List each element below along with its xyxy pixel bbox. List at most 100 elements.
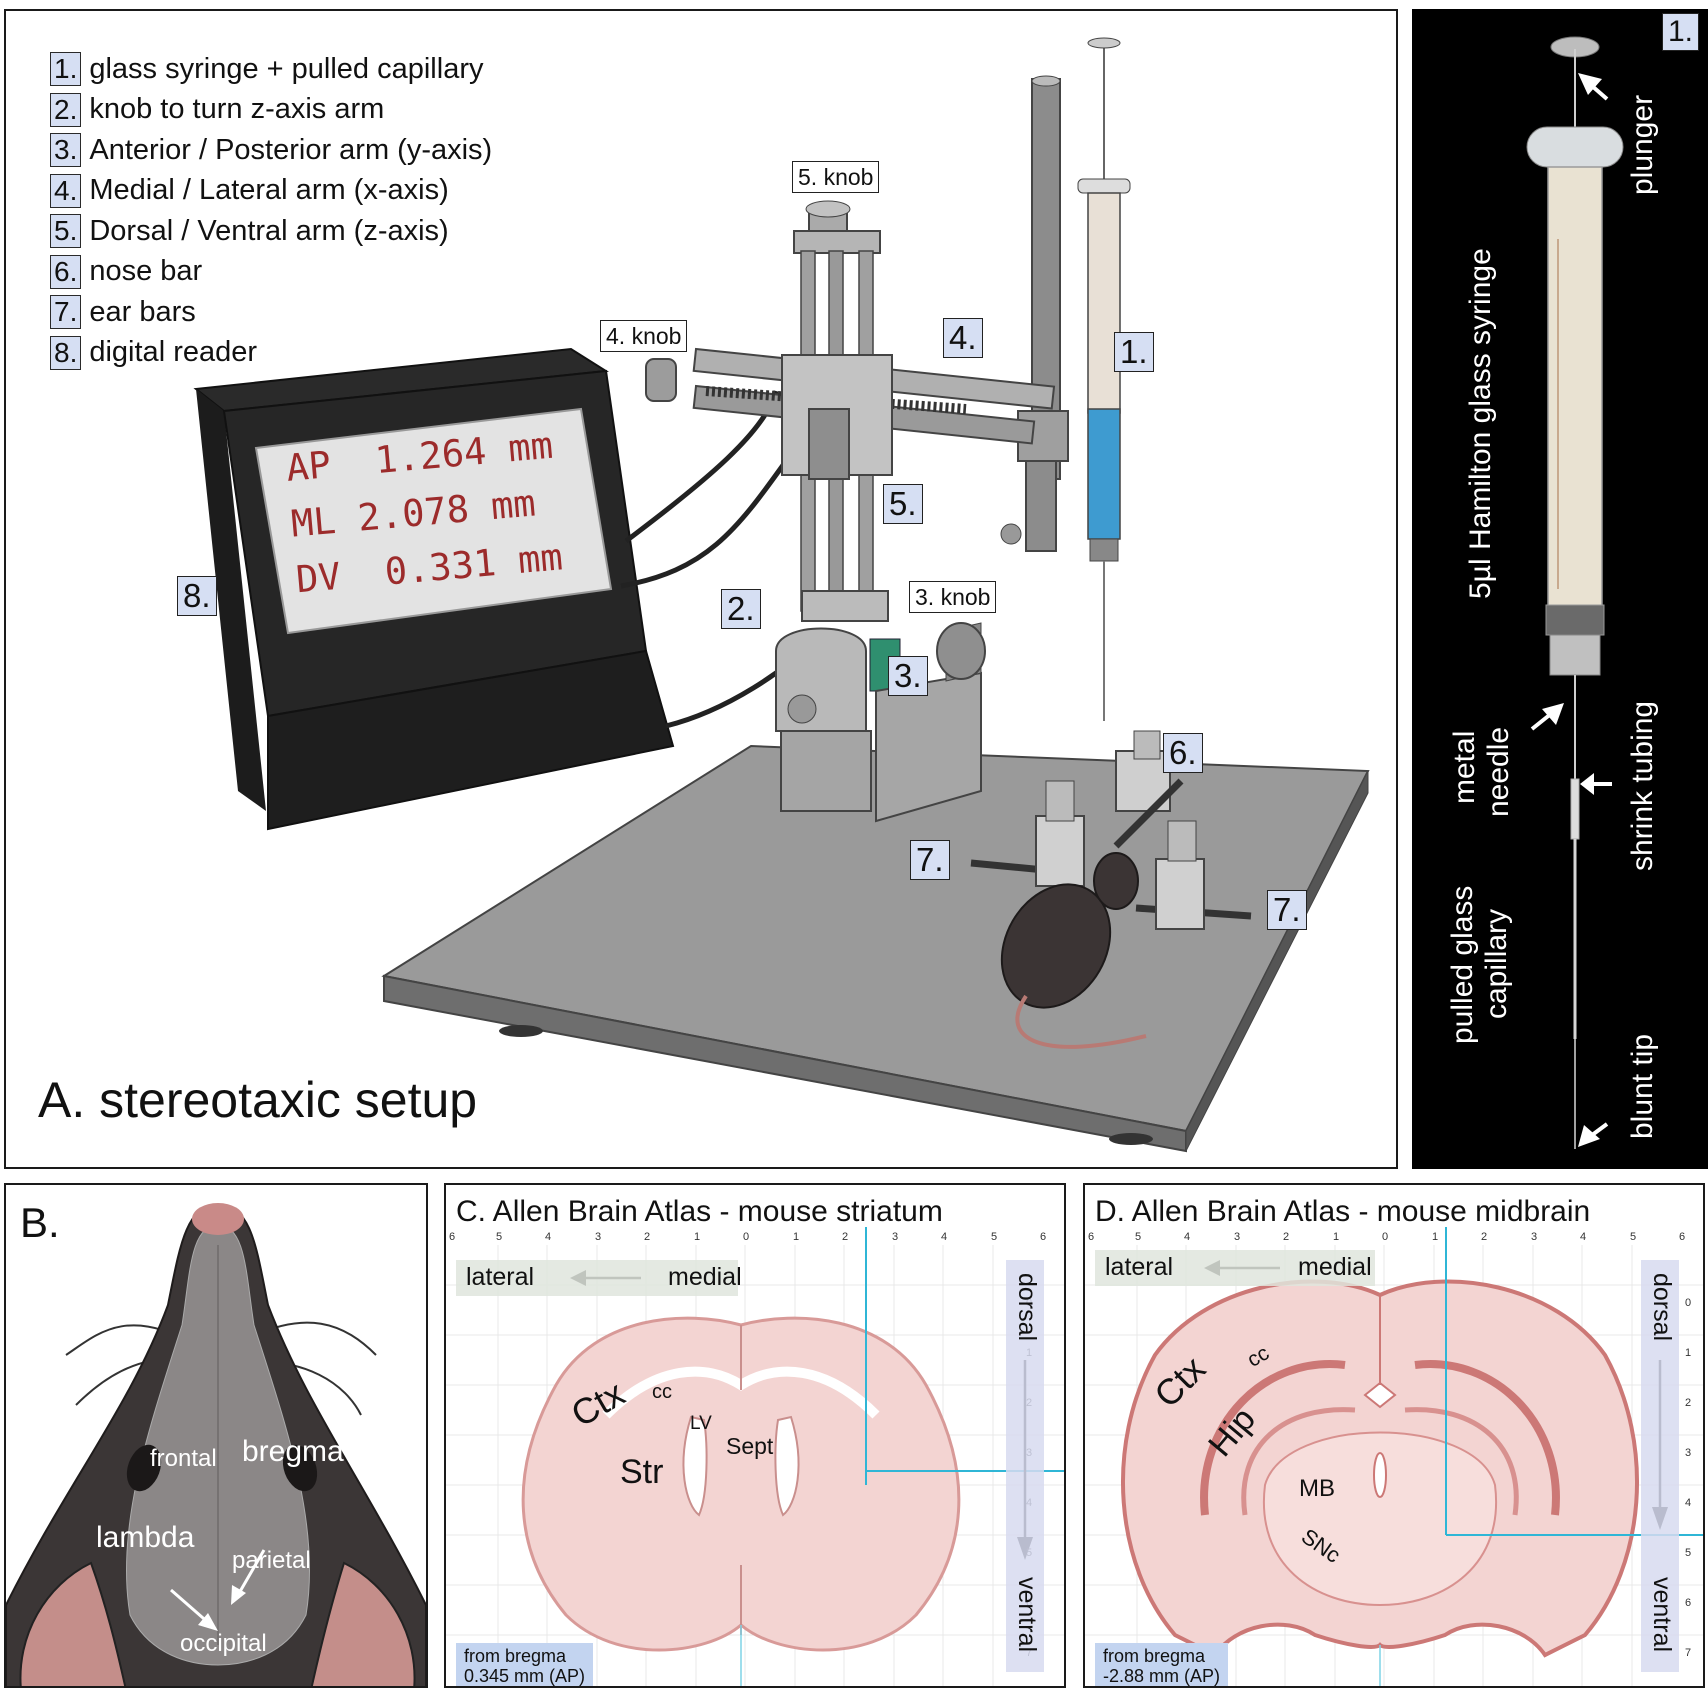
label-lambda: lambda	[96, 1521, 195, 1554]
tick: 6	[1088, 1231, 1095, 1243]
legend-item: 5.Dorsal / Ventral arm (z-axis)	[50, 211, 492, 252]
tick: 4	[1580, 1231, 1587, 1243]
syringe-panel-num: 1.	[1662, 13, 1700, 51]
panel-syringe-photo: 1. plunger 5µl Hamilton glass syringe me…	[1412, 9, 1708, 1169]
from-bregma-c: from bregma 0.345 mm (AP)	[456, 1643, 594, 1686]
callout-1: 1.	[1114, 332, 1154, 372]
region-cc: cc	[652, 1381, 672, 1403]
label-5-knob: 5. knob	[792, 161, 880, 193]
legend-text: ear bars	[89, 295, 196, 328]
lateral-medial-bar	[1095, 1250, 1375, 1286]
panel-c-title: C. Allen Brain Atlas - mouse striatum	[456, 1195, 943, 1228]
legend-num: 5.	[50, 214, 82, 249]
legend-item: 6.nose bar	[50, 252, 492, 293]
tick: 1	[694, 1231, 701, 1243]
label-parietal: parietal	[232, 1547, 311, 1574]
label-needle: needle	[1482, 726, 1515, 817]
from-bregma-d: from bregma -2.88 mm (AP)	[1095, 1643, 1229, 1686]
vtick: 2	[1685, 1397, 1692, 1409]
top-axis-ticks: 6 5 4 3 2 1 0 1 2 3 4 5 6	[1085, 1231, 1703, 1247]
stereotaxic-illustration	[193, 37, 1370, 1153]
legend-num: 8.	[50, 335, 82, 370]
panel-a-title: A. stereotaxic setup	[38, 1072, 478, 1128]
panel-d-title: D. Allen Brain Atlas - mouse midbrain	[1095, 1195, 1591, 1228]
vtick: 6	[1685, 1597, 1692, 1609]
callout-6: 6.	[1163, 733, 1203, 773]
bregma-value: -2.88 mm (AP)	[1103, 1666, 1221, 1686]
digital-reader	[193, 347, 675, 831]
callout-3: 3.	[888, 656, 928, 696]
region-str: Str	[620, 1453, 664, 1491]
tick: 2	[842, 1231, 849, 1243]
label-metal: metal	[1448, 730, 1481, 804]
legend-item: 8.digital reader	[50, 333, 492, 374]
top-axis-ticks: 6 5 4 3 2 1 0 1 2 3 4 5 6	[446, 1231, 1064, 1247]
callout-8: 8.	[177, 576, 217, 616]
label-shrink-tubing: shrink tubing	[1626, 700, 1659, 871]
tick: 1	[793, 1231, 800, 1243]
label-medial: medial	[668, 1263, 742, 1291]
bregma-label: from bregma	[464, 1646, 567, 1666]
lateral-medial-bar	[456, 1260, 738, 1296]
label-capillary: capillary	[1480, 908, 1513, 1019]
tick: 0	[743, 1231, 750, 1243]
legend-item: 7.ear bars	[50, 292, 492, 333]
label-plunger: plunger	[1626, 94, 1659, 195]
label-dorsal: dorsal	[1013, 1273, 1041, 1342]
atlas-grid-c	[446, 1227, 1064, 1686]
tick: 2	[1283, 1231, 1290, 1243]
tick: 6	[449, 1231, 456, 1243]
label-dorsal: dorsal	[1648, 1273, 1676, 1342]
callout-7-right: 7.	[1267, 890, 1307, 930]
panel-b-title: B.	[20, 1199, 60, 1246]
label-lateral: lateral	[1105, 1253, 1174, 1281]
bregma-value: 0.345 mm (AP)	[464, 1666, 586, 1686]
legend-text: Dorsal / Ventral arm (z-axis)	[89, 214, 449, 247]
reader-display: AP 1.264 mm ML 2.078 mm DV 0.331 mm	[284, 418, 565, 609]
tick: 5	[1630, 1231, 1637, 1243]
tick: 3	[1531, 1231, 1538, 1243]
legend-num: 2.	[50, 92, 82, 127]
label-lateral: lateral	[466, 1263, 535, 1291]
legend-text: nose bar	[89, 255, 203, 288]
tick: 1	[1432, 1231, 1439, 1243]
legend: 1.glass syringe + pulled capillary 2.kno…	[50, 49, 492, 373]
callout-7-left: 7.	[910, 840, 950, 880]
tick: 6	[1679, 1231, 1686, 1243]
panel-a-stereotaxic-setup: 1.glass syringe + pulled capillary 2.kno…	[4, 9, 1398, 1169]
tick: 5	[1135, 1231, 1142, 1243]
tick: 1	[1333, 1231, 1340, 1243]
callout-2: 2.	[721, 589, 761, 629]
legend-text: knob to turn z-axis arm	[89, 93, 385, 126]
tick: 2	[1481, 1231, 1488, 1243]
tick: 3	[595, 1231, 602, 1243]
mouse-head-illustration	[6, 1203, 426, 1686]
label-pulled-glass: pulled glass	[1446, 885, 1479, 1044]
vtick: 7	[1685, 1647, 1692, 1659]
legend-num: 3.	[50, 133, 82, 168]
legend-item: 4.Medial / Lateral arm (x-axis)	[50, 171, 492, 212]
tick: 3	[892, 1231, 899, 1243]
label-4-knob: 4. knob	[600, 320, 688, 352]
tick: 0	[1382, 1231, 1389, 1243]
legend-text: glass syringe + pulled capillary	[89, 52, 484, 85]
label-hamilton-syringe: 5µl Hamilton glass syringe	[1464, 248, 1497, 599]
dorsal-ventral-bar	[1641, 1260, 1679, 1672]
legend-text: Anterior / Posterior arm (y-axis)	[89, 133, 493, 166]
tick: 6	[1040, 1231, 1047, 1243]
label-ventral: ventral	[1013, 1577, 1041, 1653]
tick: 5	[496, 1231, 503, 1243]
panel-c-atlas-striatum: C. Allen Brain Atlas - mouse striatum 6 …	[444, 1183, 1066, 1688]
legend-num: 7.	[50, 295, 82, 330]
legend-text: digital reader	[89, 336, 258, 369]
label-3-knob: 3. knob	[909, 581, 997, 613]
vtick: 4	[1685, 1497, 1692, 1509]
tick: 3	[1234, 1231, 1241, 1243]
panel-d-atlas-midbrain: D. Allen Brain Atlas - mouse midbrain 6 …	[1083, 1183, 1705, 1688]
legend-text: Medial / Lateral arm (x-axis)	[89, 174, 449, 207]
tick: 5	[991, 1231, 998, 1243]
tick: 4	[941, 1231, 948, 1243]
legend-item: 2.knob to turn z-axis arm	[50, 90, 492, 131]
label-frontal: frontal	[150, 1445, 217, 1472]
tick: 4	[545, 1231, 552, 1243]
